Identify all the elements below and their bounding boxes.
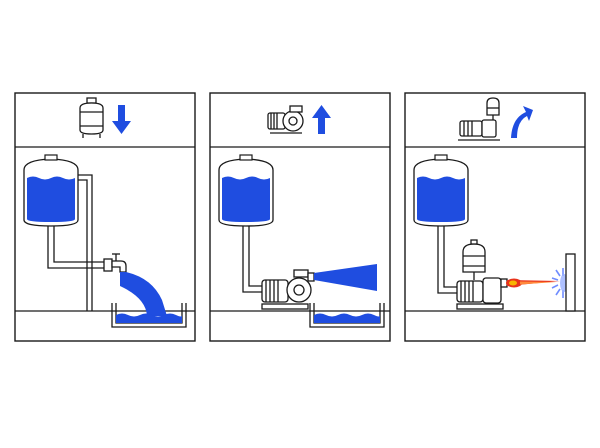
supply-pipe [47,226,108,269]
spray-jet [314,264,377,291]
high-pressure-jet [506,278,560,288]
booster-pump [456,277,508,310]
target-wall [565,253,576,312]
water-basin [309,303,385,328]
tank-water [27,176,75,222]
panel-gravity-tank [14,92,196,342]
supply-pipe [242,226,262,293]
panel-pressure-pump [404,92,586,342]
faucet-icon [103,253,127,273]
panel-pump-boost [209,92,391,342]
elevated-water-tank [413,154,469,227]
arrow-down-icon [112,105,131,134]
tank-water [222,176,270,222]
expansion-tank-icon [79,97,104,138]
elevated-water-tank [218,154,274,227]
faucet-water-stream [120,272,167,316]
booster-pump-icon [458,97,500,141]
arrow-curve-up-icon [511,106,533,138]
pressure-vessel [462,239,486,280]
overflow-pipe [78,174,93,311]
elevated-water-tank [23,154,79,227]
centrifugal-pump [261,269,315,310]
water-basin [111,303,187,328]
arrow-up-icon [312,105,331,134]
centrifugal-pump-icon [267,105,304,134]
supply-pipe [437,226,457,294]
tank-water [417,176,465,222]
